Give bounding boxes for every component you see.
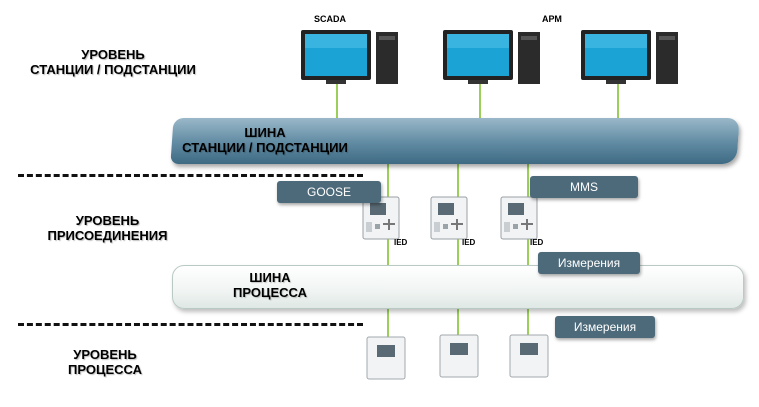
tag-measurements-process: Измерения <box>555 316 655 338</box>
process-bus <box>172 265 744 309</box>
process-device-icon <box>439 334 479 378</box>
computer-scada: SCADA <box>300 14 400 86</box>
computer-label: SCADA <box>314 14 347 24</box>
ied-device-2: IED <box>430 196 480 248</box>
computer-arm: АРМ <box>442 14 562 86</box>
level-label-station: УРОВЕНЬ СТАНЦИИ / ПОДСТАНЦИИ <box>30 47 196 77</box>
computer-3 <box>580 14 680 86</box>
ied-label: IED <box>462 238 476 247</box>
separator-bay-process <box>18 323 363 326</box>
process-device-icon <box>509 334 549 378</box>
process-device-icon <box>366 336 406 380</box>
ied-icon <box>362 196 400 240</box>
process-bus-label: ШИНА ПРОЦЕССА <box>233 270 307 300</box>
ied-device-3: IED <box>500 196 550 248</box>
level-label-process: УРОВЕНЬ ПРОЦЕССА <box>68 347 142 377</box>
ied-icon <box>430 196 468 240</box>
link-device1 <box>387 308 389 338</box>
link-device2 <box>457 308 459 338</box>
tag-goose: GOOSE <box>277 181 381 203</box>
tag-measurements-bay: Измерения <box>538 252 640 274</box>
computer-icon <box>581 30 678 84</box>
ied-device-1: IED <box>362 196 412 248</box>
process-device-1 <box>365 335 409 388</box>
level-label-bay: УРОВЕНЬ ПРИСОЕДИНЕНИЯ <box>47 213 168 243</box>
link-device3 <box>527 308 529 338</box>
computer-label: АРМ <box>542 14 562 24</box>
computer-icon <box>301 30 398 84</box>
link-pc3-station-bus <box>617 82 619 122</box>
link-arm-station-bus <box>479 82 481 122</box>
ied-label: IED <box>530 238 544 247</box>
process-device-2 <box>438 333 482 386</box>
process-device-3 <box>508 333 552 386</box>
ied-icon <box>500 196 538 240</box>
station-bus-label: ШИНА СТАНЦИИ / ПОДСТАНЦИИ <box>182 125 348 155</box>
computer-icon <box>443 30 540 84</box>
ied-label: IED <box>394 238 408 247</box>
tag-mms: MMS <box>530 176 638 198</box>
separator-station-bay <box>18 174 363 177</box>
link-scada-station-bus <box>336 82 338 122</box>
